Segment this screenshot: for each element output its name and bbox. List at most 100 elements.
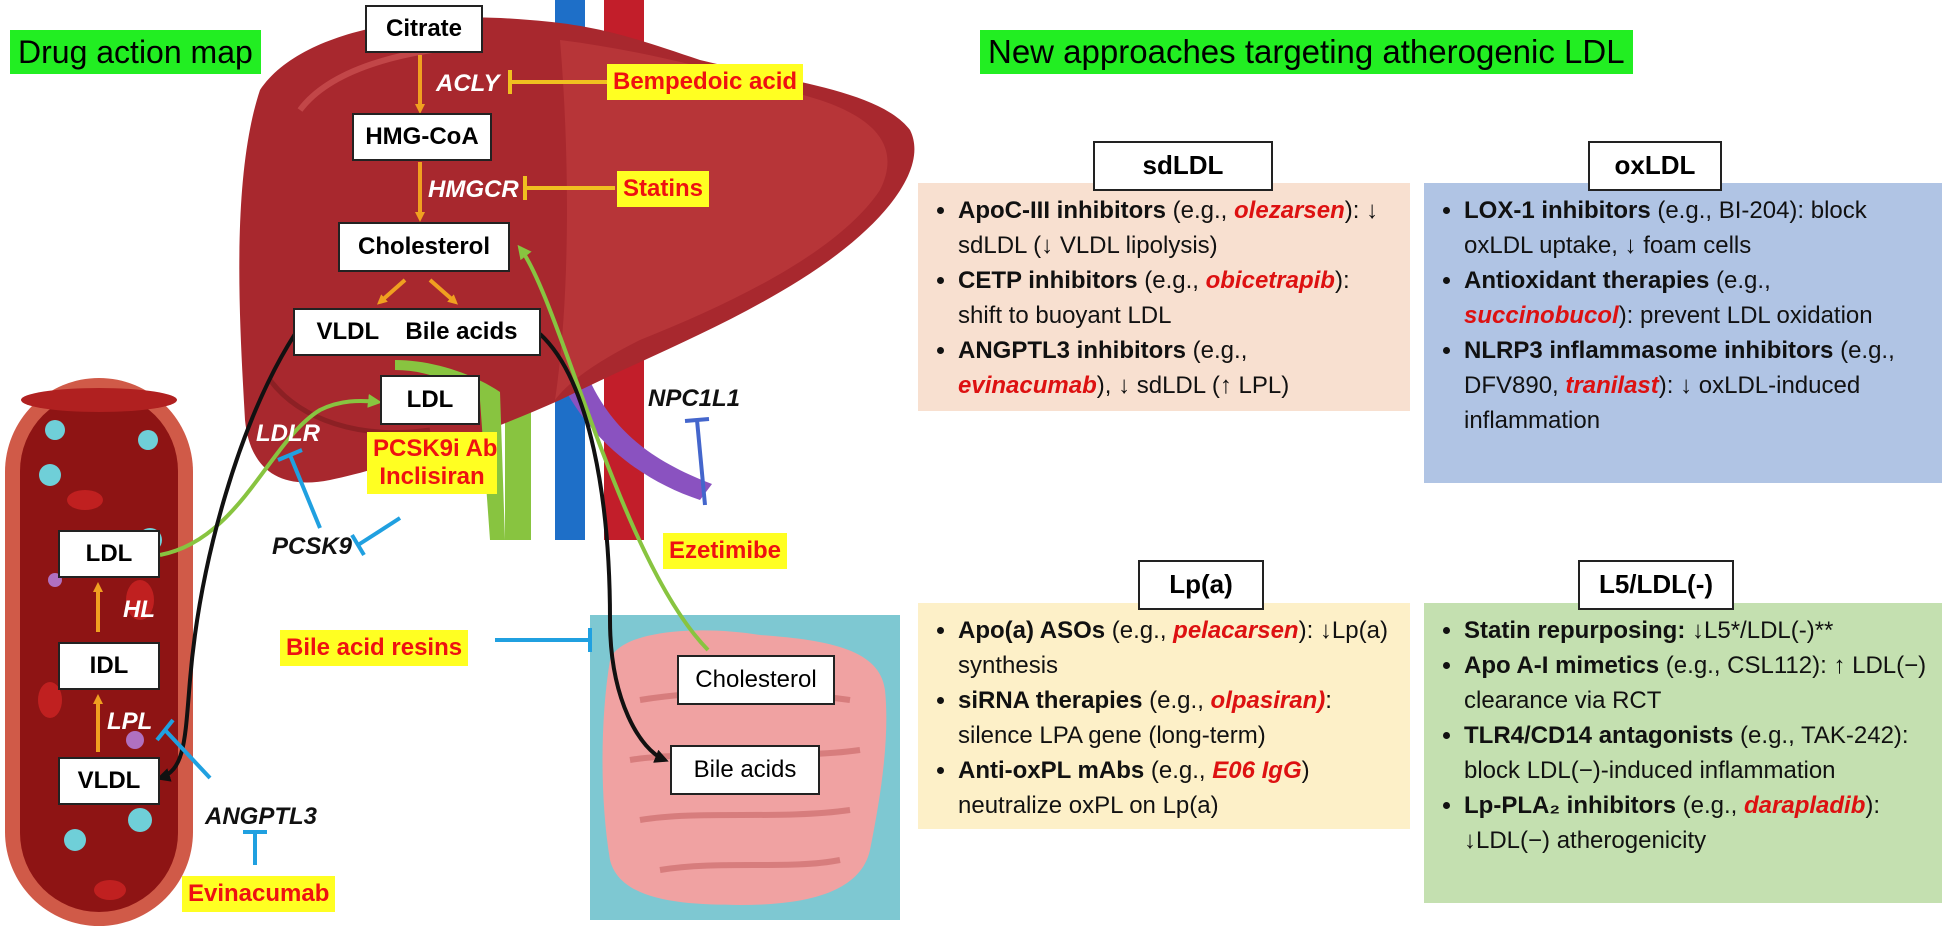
lpa-item-drug: E06 IgG [1212,757,1302,784]
lpl-label: LPL [107,708,153,735]
right-heading: New approaches targeting atherogenic LDL [980,30,1633,74]
sdldl-item-text: (e.g., [1137,267,1206,294]
l5-item-drug: darapladib [1744,792,1866,819]
oxldl-item: NLRP3 inflammasome inhibitors (e.g., DFV… [1464,333,1928,438]
cholesterol-liver-node: Cholesterol [338,222,510,272]
sdldl-title: sdLDL [1093,141,1273,191]
bile-vldl-arrows [156,332,669,782]
sdldl-item-heading: ANGPTL3 inhibitors [958,337,1186,364]
left-heading: Drug action map [10,30,261,74]
sdldl-item: CETP inhibitors (e.g., obicetrapib): shi… [958,263,1396,333]
cholesterol-gut-node: Cholesterol [677,655,835,705]
synthesis-arrows [93,55,459,752]
oxldl-item-heading: LOX-1 inhibitors [1464,197,1651,224]
sdldl-item-text-end: ), ↓ sdLDL (↑ LPL) [1096,372,1290,399]
hl-label: HL [123,596,155,623]
transport-arrows [159,244,710,652]
inhibition-lines [155,70,710,865]
l5-item: Lp-PLA₂ inhibitors (e.g., darapladib): ↓… [1464,788,1928,858]
l5-title: L5/LDL(-) [1578,560,1734,610]
bile-acid-resins-drug: Bile acid resins [280,630,469,666]
oxldl-list: LOX-1 inhibitors (e.g., BI-204): block o… [1438,193,1928,438]
oxldl-item-text: (e.g., [1709,267,1771,294]
l5-item-text: (e.g., CSL112): ↑ LDL(−) clearance via R… [1464,652,1927,714]
l5-item-text: (e.g., [1675,792,1744,819]
sdldl-list: ApoC-III inhibitors (e.g., olezarsen): ↓… [932,193,1396,403]
ldl-vessel-node: LDL [58,530,160,578]
vldl-vessel-node: VLDL [58,757,160,805]
l5-item-heading: Lp-PLA₂ inhibitors [1464,792,1676,819]
lpa-panel: Apo(a) ASOs (e.g., pelacarsen): ↓Lp(a) s… [918,603,1410,829]
oxldl-item-drug: tranilast [1565,372,1659,399]
sdldl-item-text: (e.g., [1165,197,1235,224]
sdldl-panel: ApoC-III inhibitors (e.g., olezarsen): ↓… [918,183,1410,411]
sdldl-item: ApoC-III inhibitors (e.g., olezarsen): ↓… [958,193,1396,263]
l5-list: Statin repurposing: ↓L5*/LDL(-)**Apo A-I… [1438,613,1928,858]
statins-drug: Statins [617,171,710,207]
sdldl-item-drug: obicetrapib [1205,267,1335,294]
l5-item-heading: Statin repurposing: [1464,617,1686,644]
acly-label: ACLY [436,70,500,97]
ezetimibe-drug: Ezetimibe [663,533,788,569]
lpa-item: siRNA therapies (e.g., olpasiran): silen… [958,683,1396,753]
idl-vessel-node: IDL [58,642,160,690]
l5-item-text: (e.g., TAK-242): block LDL(−)-induced in… [1464,722,1909,784]
sdldl-item-drug: olezarsen [1234,197,1345,224]
ldl-liver-node: LDL [380,375,480,425]
lpa-item-text: (e.g., [1105,617,1174,644]
lpa-list: Apo(a) ASOs (e.g., pelacarsen): ↓Lp(a) s… [932,613,1396,823]
oxldl-item-text: (e.g., BI-204): block oxLDL uptake, ↓ fo… [1464,197,1867,259]
lpa-item-heading: Anti-oxPL mAbs [958,757,1145,784]
lpa-item-drug: pelacarsen [1173,617,1299,644]
sdldl-item-text-end: ): ↓ sdLDL (↓ VLDL lipolysis) [958,197,1379,259]
lpa-item-text: (e.g., [1142,687,1211,714]
npc1l1-label: NPC1L1 [648,385,741,412]
lpa-item: Apo(a) ASOs (e.g., pelacarsen): ↓Lp(a) s… [958,613,1396,683]
ldlr-label: LDLR [256,420,320,447]
oxldl-item-text: (e.g., DFV890, [1464,337,1895,399]
pcsk9i-ab-line: PCSK9i Ab [373,435,498,462]
oxldl-item-drug: succinobucol [1464,302,1619,329]
lpa-item-heading: Apo(a) ASOs [958,617,1106,644]
hmgcr-label: HMGCR [428,176,519,203]
lpa-item-text-end: ): ↓Lp(a) synthesis [958,617,1388,679]
angptl3-label: ANGPTL3 [205,803,318,830]
citrate-node: Citrate [365,5,483,53]
lpa-item-text: (e.g., [1144,757,1213,784]
lpa-item-text-end: : silence LPA gene (long-term) [958,687,1332,749]
bempedoic-acid-drug: Bempedoic acid [607,64,804,100]
l5-item: Apo A-I mimetics (e.g., CSL112): ↑ LDL(−… [1464,648,1928,718]
oxldl-item: Antioxidant therapies (e.g., succinobuco… [1464,263,1928,333]
l5-item-text-end: ): ↓LDL(−) atherogenicity [1464,792,1881,854]
evinacumab-drug: Evinacumab [182,876,336,912]
lpa-item-heading: siRNA therapies [958,687,1143,714]
hmgcoa-node: HMG-CoA [352,113,492,161]
oxldl-item-text-end: ): prevent LDL oxidation [1618,302,1873,329]
inclisiran-line: Inclisiran [379,463,485,490]
bile-acids-gut-node: Bile acids [670,745,820,795]
oxldl-item-heading: Antioxidant therapies [1464,267,1710,294]
pcsk9i-inclisiran-drug: PCSK9i Ab Inclisiran [367,432,497,494]
oxldl-item-text-end: ): ↓ oxLDL-induced inflammation [1464,372,1861,434]
sdldl-item-text-end: ): shift to buoyant LDL [958,267,1350,329]
l5-item-text: ↓L5*/LDL(-)** [1685,617,1834,644]
l5-item: TLR4/CD14 antagonists (e.g., TAK-242): b… [1464,718,1928,788]
bile-duct [395,360,505,540]
sdldl-item-heading: ApoC-III inhibitors [958,197,1166,224]
lpa-item-text-end: ) neutralize oxPL on Lp(a) [958,757,1310,819]
sdldl-item-heading: CETP inhibitors [958,267,1138,294]
oxldl-item-heading: NLRP3 inflammasome inhibitors [1464,337,1834,364]
oxldl-item: LOX-1 inhibitors (e.g., BI-204): block o… [1464,193,1928,263]
l5-panel: Statin repurposing: ↓L5*/LDL(-)**Apo A-I… [1424,603,1942,903]
l5-item-heading: Apo A-I mimetics [1464,652,1660,679]
lpa-item-drug: olpasiran) [1210,687,1326,714]
sdldl-item-drug: evinacumab [958,372,1097,399]
lpa-item: Anti-oxPL mAbs (e.g., E06 IgG) neutraliz… [958,753,1396,823]
lpa-title: Lp(a) [1138,560,1264,610]
oxldl-title: oxLDL [1588,141,1722,191]
sdldl-item-text: (e.g., [1186,337,1248,364]
l5-item: Statin repurposing: ↓L5*/LDL(-)** [1464,613,1928,648]
pcsk9-label: PCSK9 [272,533,353,560]
oxldl-panel: LOX-1 inhibitors (e.g., BI-204): block o… [1424,183,1942,483]
l5-item-heading: TLR4/CD14 antagonists [1464,722,1734,749]
